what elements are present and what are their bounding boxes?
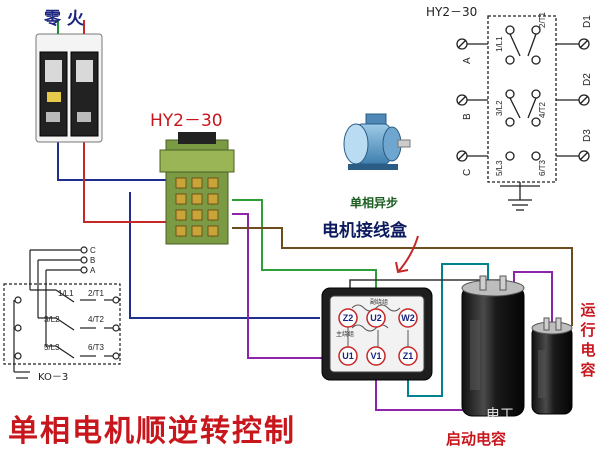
box-sub-label-main: 主绕组 [336, 330, 354, 338]
run-capacitor-label: 运行电容 [580, 301, 596, 379]
switch-schematic [462, 15, 584, 211]
ko-line-c: C [90, 246, 96, 255]
wire-brown [232, 227, 573, 326]
terminal-z2: Z2 [343, 313, 354, 323]
circuit-breaker [35, 20, 103, 143]
schem-contact-1l1: 1/L1 [495, 36, 504, 52]
watermark: 电工 [486, 407, 514, 423]
switch-schematic-terminals [456, 38, 590, 162]
run-capacitor [531, 317, 573, 415]
start-capacitor [461, 275, 525, 417]
box-sub-label-aux: 副绕组 [370, 298, 388, 306]
ko-contact-5l3: 5/L3 [44, 343, 60, 352]
terminal-w2: W2 [401, 313, 415, 323]
wire-blue-neutral [57, 138, 320, 319]
schem-input-c: C [462, 169, 473, 176]
ko-line-b: B [90, 256, 95, 265]
motor-label: 单相异步 [350, 196, 399, 210]
motor-image [343, 113, 411, 170]
schem-contact-4t2: 4/T2 [538, 101, 547, 118]
schem-input-b: B [462, 113, 473, 120]
junction-box-label: 电机接线盒 [322, 221, 407, 241]
schem-contact-6t3: 6/T3 [538, 159, 547, 176]
ko-schematic-terminals [14, 246, 120, 360]
junction-box-windings [347, 304, 409, 350]
junction-box-terminals [338, 308, 418, 366]
ko-contact-1l1: 1/L1 [58, 289, 74, 298]
ko-contact-6t3: 6/T3 [88, 343, 105, 352]
wire-red-live [83, 138, 180, 223]
start-capacitor-label: 启动电容 [446, 430, 507, 448]
ko-schematic-label: KO－3 [38, 372, 69, 383]
wire-teal [407, 263, 489, 397]
ko-schematic [3, 249, 121, 379]
schem-contact-5l3: 5/L3 [495, 160, 504, 176]
terminal-u2: U2 [370, 313, 382, 323]
switch-schematic-label: HY2－30 [426, 5, 478, 19]
breaker-label: 零 火 [44, 9, 84, 29]
switch-label: HY2－30 [150, 111, 223, 131]
ko-contact-4t2: 4/T2 [88, 315, 105, 324]
terminal-v1: V1 [370, 351, 381, 361]
schem-contact-2t1: 2/T1 [538, 11, 547, 28]
ko-contact-2t1: 2/T1 [88, 289, 105, 298]
schem-contact-3l2: 3/L2 [495, 100, 504, 116]
pointer-arrow [395, 235, 419, 274]
terminal-z1: Z1 [403, 351, 414, 361]
wire-green [232, 199, 377, 312]
ko-contact-3l2: 3/L2 [44, 315, 60, 324]
schem-output-d1: D1 [582, 15, 593, 28]
reversing-switch [159, 132, 235, 245]
schem-input-a: A [462, 57, 473, 64]
schem-output-d2: D2 [582, 73, 593, 86]
ko-line-a: A [90, 266, 96, 275]
schem-output-d3: D3 [582, 129, 593, 142]
terminal-u1: U1 [342, 351, 354, 361]
diagram-title: 单相电机顺逆转控制 [8, 414, 296, 449]
